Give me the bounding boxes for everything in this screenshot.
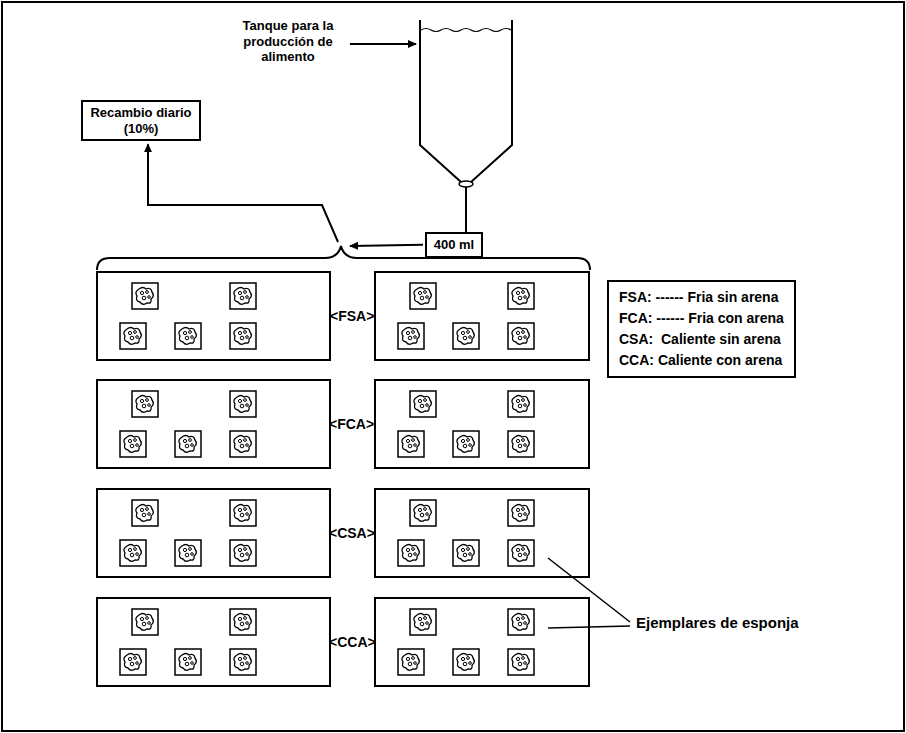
- feed-arrow: [350, 245, 423, 246]
- sponge-icon: [453, 323, 479, 349]
- sponge-icon: [230, 323, 256, 349]
- sponge-icon: [230, 609, 256, 635]
- sponge-icon: [453, 649, 479, 675]
- sponge-icon: [508, 609, 534, 635]
- sponge-icon: [508, 649, 534, 675]
- treatment-code: <FCA>: [329, 416, 374, 433]
- sponge-icon: [175, 540, 201, 566]
- sponge-icon: [175, 649, 201, 675]
- food-tank: [420, 20, 512, 187]
- sponge-icon: [508, 391, 534, 417]
- sponge-icon: [453, 431, 479, 457]
- sponge-icon: [132, 391, 158, 417]
- legend-box: FSA: ------ Fria sin arenaFCA: ------ Fr…: [607, 280, 796, 378]
- sponge-icon: [120, 323, 146, 349]
- volume-box: 400 ml: [425, 232, 483, 258]
- callout-label: Ejemplares de esponja: [636, 614, 799, 632]
- tank-label: Tanque para la producción de alimento: [232, 18, 344, 65]
- sponge-icon: [120, 431, 146, 457]
- tank-pointer: [350, 43, 416, 45]
- sponge-icon: [398, 649, 424, 675]
- tank-outline: [97, 380, 330, 468]
- sponge-icon: [230, 283, 256, 309]
- tank-outline: [375, 380, 589, 468]
- sponge-icon: [508, 500, 534, 526]
- sponge-icon: [230, 500, 256, 526]
- tank-outline: [375, 598, 589, 686]
- exchange-arrow: [148, 144, 338, 242]
- tank-outline: [97, 272, 330, 360]
- sponge-icon: [508, 540, 534, 566]
- legend-entry: FSA: ------ Fria sin arena: [619, 287, 784, 308]
- sponge-icon: [230, 540, 256, 566]
- sponge-icon: [175, 431, 201, 457]
- treatment-code: <CCA>: [329, 634, 376, 651]
- sponge-icon: [398, 431, 424, 457]
- sponge-icon: [508, 283, 534, 309]
- box-text: 400 ml: [433, 237, 475, 253]
- sponge-icon: [410, 283, 436, 309]
- exchange-box: Recambio diario (10%): [81, 100, 201, 141]
- sponge-icon: [508, 431, 534, 457]
- legend-entry: CCA: Caliente con arena: [619, 350, 784, 371]
- sponge-tanks: [97, 272, 589, 686]
- sponge-icon: [120, 540, 146, 566]
- treatment-code: <FSA>: [330, 308, 374, 325]
- leader-line: [548, 558, 630, 622]
- feed-pipe: [465, 187, 467, 232]
- sponge-icon: [175, 323, 201, 349]
- box-text: Recambio diario (10%): [89, 105, 193, 136]
- sponge-icon: [398, 540, 424, 566]
- leader-line: [548, 626, 630, 628]
- sponge-icon: [230, 391, 256, 417]
- tank-outline: [375, 489, 589, 577]
- sponge-icon: [398, 323, 424, 349]
- legend-entry: CSA: Caliente sin arena: [619, 329, 784, 350]
- sponge-icon: [410, 609, 436, 635]
- sponge-icon: [230, 649, 256, 675]
- sponge-icon: [508, 323, 534, 349]
- group-brace: [97, 246, 590, 270]
- treatment-code: <CSA>: [329, 525, 375, 542]
- sponge-icon: [230, 431, 256, 457]
- sponge-icon: [132, 609, 158, 635]
- sponge-icon: [410, 391, 436, 417]
- sponge-icon: [410, 500, 436, 526]
- sponge-icon: [453, 540, 479, 566]
- tank-outline: [375, 272, 589, 360]
- flow-lines: [148, 144, 466, 246]
- sponge-icon: [132, 500, 158, 526]
- tank-outline: [97, 598, 330, 686]
- legend-entry: FCA: ------ Fria con arena: [619, 308, 784, 329]
- sponge-icon: [132, 283, 158, 309]
- tank-outline: [97, 489, 330, 577]
- sponge-icon: [120, 649, 146, 675]
